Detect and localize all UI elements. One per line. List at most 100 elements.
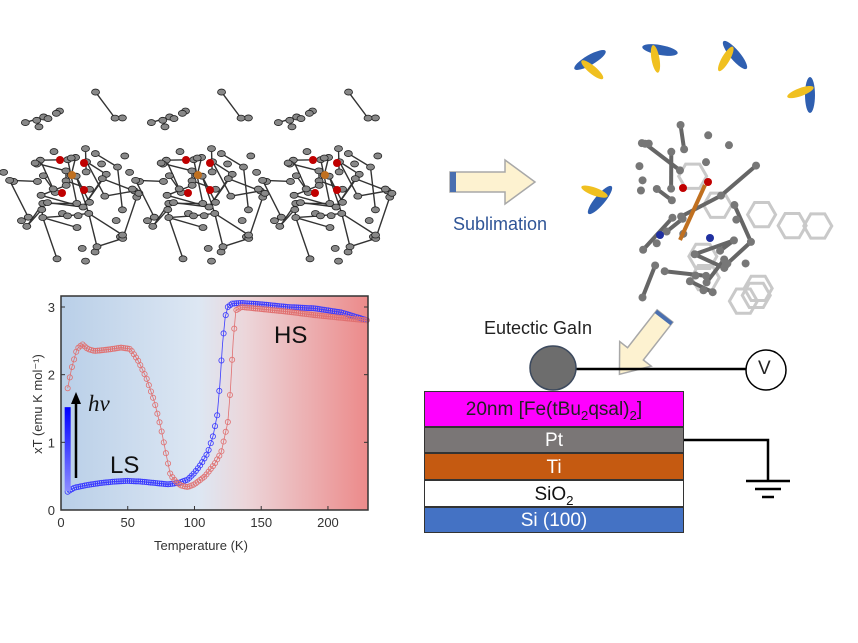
- data-point: [154, 480, 161, 487]
- data-point: [133, 354, 140, 361]
- fe-complex-molecule: [574, 40, 815, 302]
- ls-label: LS: [110, 452, 140, 479]
- data-point: [160, 439, 167, 446]
- data-point: [154, 410, 161, 417]
- data-point: [88, 481, 95, 488]
- data-point: [111, 345, 118, 352]
- data-point: [333, 308, 340, 315]
- data-point: [118, 344, 125, 351]
- data-point: [303, 311, 310, 318]
- voltmeter-circle: [745, 349, 787, 391]
- x-axis-label: Temperature (K): [154, 538, 248, 553]
- y-tick-label: 2: [48, 368, 55, 383]
- y-axis-label: xT (emu K mol⁻¹): [30, 354, 45, 454]
- data-point: [103, 346, 110, 353]
- data-point: [143, 479, 150, 486]
- data-point: [301, 304, 308, 311]
- data-point: [320, 313, 327, 320]
- data-point: [320, 306, 327, 313]
- data-point: [233, 300, 240, 307]
- data-point: [308, 311, 315, 318]
- data-point: [209, 433, 216, 440]
- data-point: [152, 401, 159, 408]
- data-point: [231, 300, 238, 307]
- data-point: [156, 480, 163, 487]
- data-point: [231, 325, 238, 332]
- single-molecule-structure: [574, 40, 834, 315]
- data-point: [312, 305, 319, 312]
- gain-contact-droplet: [529, 345, 577, 391]
- data-point: [113, 478, 120, 485]
- data-point: [139, 478, 146, 485]
- data-point: [331, 314, 338, 321]
- data-point: [303, 304, 310, 311]
- molecule-structure: [0, 88, 144, 265]
- data-point: [162, 481, 169, 488]
- data-point: [98, 479, 105, 486]
- data-point: [122, 478, 129, 485]
- data-point: [271, 307, 278, 314]
- data-point: [314, 305, 321, 312]
- data-point: [256, 305, 263, 312]
- data-point: [222, 428, 229, 435]
- data-point: [325, 307, 332, 314]
- data-point: [152, 480, 159, 487]
- data-point: [306, 311, 313, 318]
- data-point: [329, 308, 336, 315]
- data-point: [241, 304, 248, 311]
- data-point: [267, 306, 274, 313]
- data-point: [92, 480, 99, 487]
- data-point: [276, 307, 283, 314]
- data-point: [312, 312, 319, 319]
- data-point: [218, 357, 225, 364]
- data-point: [342, 315, 349, 322]
- data-point: [150, 394, 157, 401]
- data-point: [308, 305, 315, 312]
- x-tick-label: 50: [121, 515, 135, 530]
- data-point: [145, 382, 152, 389]
- data-point: [229, 300, 236, 307]
- data-point: [331, 308, 338, 315]
- data-point: [318, 312, 325, 319]
- data-point: [297, 304, 304, 311]
- layer-ti: Ti: [424, 453, 684, 480]
- data-point: [350, 316, 357, 323]
- data-point: [73, 484, 80, 491]
- data-point: [218, 448, 225, 455]
- data-point: [239, 304, 246, 311]
- data-point: [90, 481, 97, 488]
- data-point: [259, 306, 266, 313]
- data-point: [94, 347, 101, 354]
- data-point: [71, 356, 78, 363]
- data-point: [158, 428, 165, 435]
- voltmeter-label: V: [758, 358, 771, 379]
- data-point: [188, 472, 195, 479]
- data-point: [335, 314, 342, 321]
- y-tick-label: 3: [48, 300, 55, 315]
- data-point: [182, 483, 189, 490]
- data-point: [111, 478, 118, 485]
- data-point: [299, 304, 306, 311]
- data-point: [130, 478, 137, 485]
- data-point: [81, 482, 88, 489]
- data-point: [141, 478, 148, 485]
- data-point: [90, 347, 97, 354]
- data-point: [282, 308, 289, 315]
- data-point: [133, 478, 140, 485]
- data-point: [207, 440, 214, 447]
- data-point: [100, 347, 107, 354]
- data-point: [92, 347, 99, 354]
- data-point: [118, 478, 125, 485]
- data-point: [352, 316, 359, 323]
- data-point: [338, 314, 345, 321]
- y-tick-label: 0: [48, 503, 55, 518]
- sublimation-label: Sublimation: [453, 214, 548, 234]
- data-point: [269, 307, 276, 314]
- ground-wire: [684, 438, 770, 481]
- data-point: [248, 305, 255, 312]
- data-point: [357, 316, 364, 323]
- data-point: [318, 306, 325, 313]
- data-point: [340, 315, 347, 322]
